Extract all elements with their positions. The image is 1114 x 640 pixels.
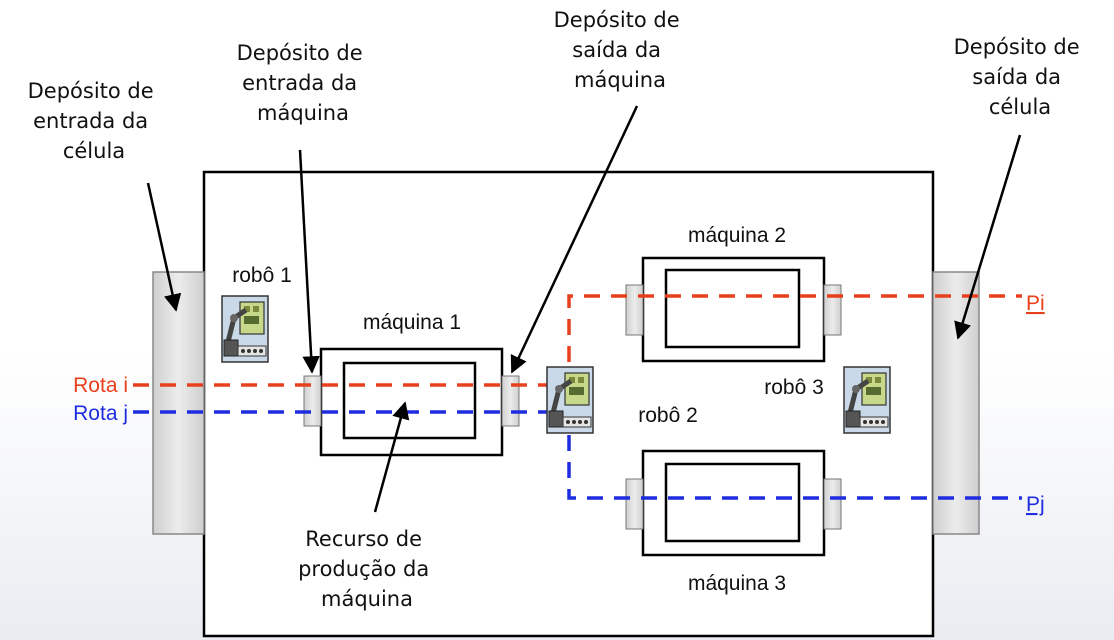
machine-3-label: máquina 3 (688, 572, 786, 595)
machine-1-resource (342, 361, 477, 440)
robot-2-icon (547, 367, 593, 433)
route-j-path (133, 410, 1022, 500)
machine-1 (303, 347, 520, 457)
route-j-label: Rota j (73, 402, 128, 425)
label-machine-output-buffer: Depósito de saída da máquina (554, 8, 687, 92)
label-cell-output-buffer: Depósito de saída da célula (954, 35, 1087, 119)
robot-1-label: robô 1 (232, 264, 292, 287)
cell-input-buffer (152, 271, 205, 535)
machine-1-label: máquina 1 (363, 311, 461, 334)
label-machine-input-buffer: Depósito de entrada da máquina (237, 41, 370, 125)
cell-output-buffer (932, 271, 980, 535)
route-i-path (133, 294, 1022, 387)
route-i-label: Rota i (73, 374, 128, 397)
robot-2-label: robô 2 (638, 404, 698, 427)
label-production-resource: Recurso de produção da máquina (298, 527, 436, 611)
robot-1-icon (222, 296, 268, 362)
machine-3 (625, 449, 842, 557)
route-i-end-label: Pi (1026, 292, 1045, 315)
route-j-end-label: Pj (1026, 493, 1045, 516)
robot-3-label: robô 3 (764, 376, 824, 399)
machine-2-label: máquina 2 (688, 224, 786, 247)
label-cell-input-buffer: Depósito de entrada da célula (28, 79, 161, 163)
robot-3-icon (844, 367, 890, 433)
machine-2 (625, 256, 842, 363)
pointer-arrows (146, 105, 1022, 513)
